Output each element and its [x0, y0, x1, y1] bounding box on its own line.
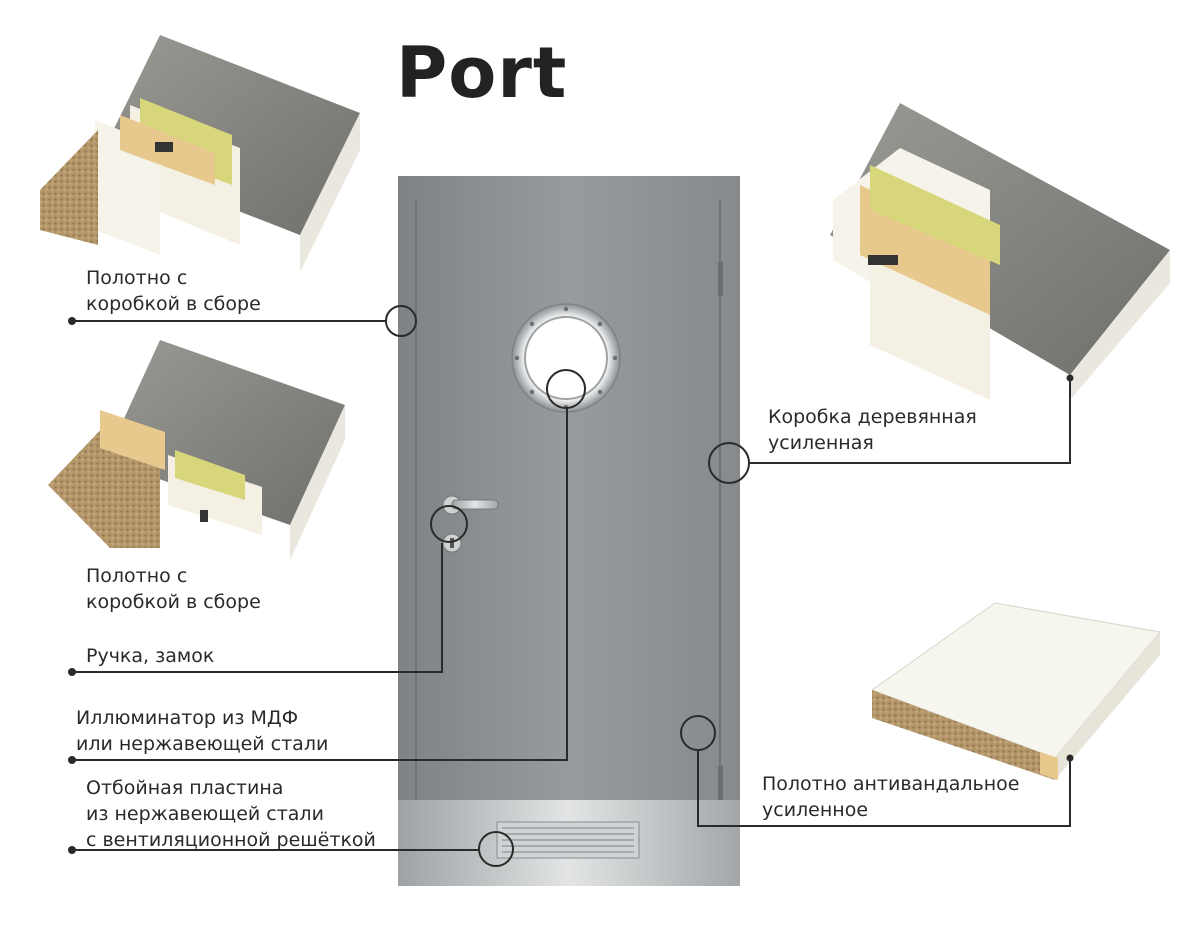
- label-line: или нержавеющей стали: [76, 733, 329, 755]
- callout-ring-assembly-top: [385, 305, 417, 337]
- label-assembly-top: Полотно с коробкой в сборе: [86, 265, 261, 317]
- callout-ring-leaf: [680, 715, 716, 751]
- hinge-bottom: [718, 766, 723, 800]
- callout-ring-porthole: [546, 369, 586, 409]
- label-line: Отбойная пластина: [86, 777, 284, 799]
- label-leaf-antivandal: Полотно антивандальное усиленное: [762, 771, 1019, 823]
- callout-line-handle: [72, 543, 443, 673]
- label-line: Коробка деревянная: [768, 406, 977, 428]
- porthole: [511, 303, 621, 413]
- label-line: коробкой в сборе: [86, 293, 261, 315]
- callout-ring-handle: [430, 505, 468, 543]
- section-leaf-antivandal: [870, 602, 1161, 780]
- label-line: Полотно с: [86, 267, 188, 289]
- kick-plate: [398, 800, 740, 886]
- door: [398, 176, 740, 886]
- label-line: из нержавеющей стали: [86, 803, 324, 825]
- section-frame-reinforced: [830, 103, 1170, 400]
- label-kickplate: Отбойная пластина из нержавеющей стали с…: [86, 775, 376, 853]
- door-handle: [442, 495, 499, 553]
- label-line: усиленная: [768, 432, 874, 454]
- callout-ring-frame: [708, 442, 750, 484]
- label-line: с вентиляционной решёткой: [86, 829, 376, 851]
- page-title: Port: [396, 32, 568, 114]
- label-line: Полотно с: [86, 565, 188, 587]
- section-assembly-top: [40, 35, 360, 272]
- label-line: Полотно антивандальное: [762, 773, 1020, 795]
- label-assembly-mid: Полотно с коробкой в сборе: [86, 563, 261, 615]
- callout-dots: [68, 317, 1074, 854]
- callout-line-porthole: [72, 408, 568, 761]
- label-porthole: Иллюминатор из МДФ или нержавеющей стали: [76, 705, 328, 757]
- callout-ring-kickplate: [478, 831, 514, 867]
- callout-line-leaf: [697, 750, 1071, 827]
- callouts: [72, 305, 1071, 867]
- hinge-top: [718, 262, 723, 296]
- callout-line-frame: [749, 378, 1071, 464]
- label-handle-lock: Ручка, замок: [86, 643, 214, 669]
- label-line: коробкой в сборе: [86, 591, 261, 613]
- label-line: Ручка, замок: [86, 645, 215, 667]
- label-line: Иллюминатор из МДФ: [76, 707, 299, 729]
- door-leaf: [398, 176, 740, 886]
- label-frame-reinforced: Коробка деревянная усиленная: [768, 404, 977, 456]
- label-line: усиленное: [762, 799, 869, 821]
- section-assembly-mid: [48, 340, 345, 560]
